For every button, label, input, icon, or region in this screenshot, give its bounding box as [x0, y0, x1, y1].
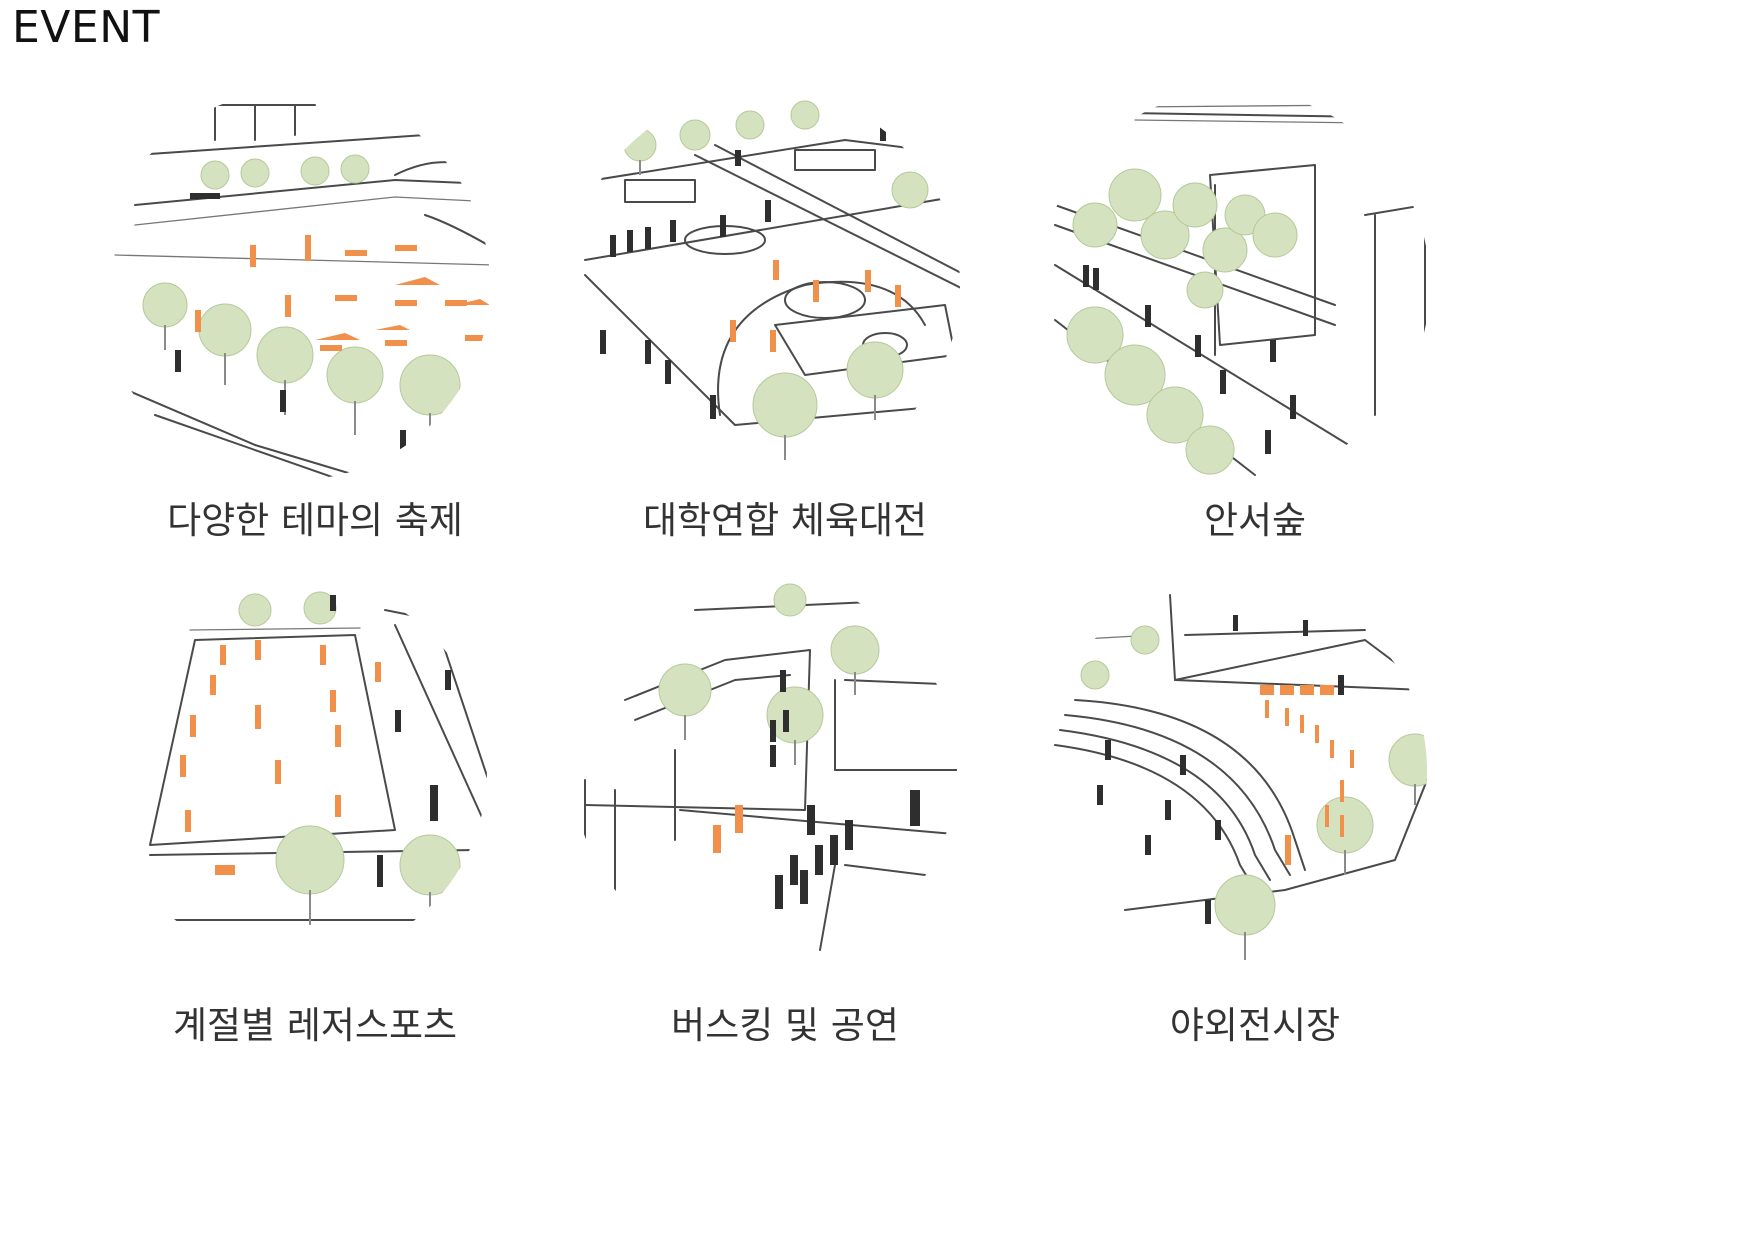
caption-exhibition: 야외전시장 [1169, 1004, 1341, 1047]
exhibition-sketch [1054, 594, 1427, 960]
scene-forest: 안서숲 [1020, 85, 1490, 595]
caption-leisure: 계절별 레저스포츠 [172, 1004, 458, 1047]
leisure-sketch [149, 591, 487, 925]
scene-festival: 다양한 테마의 축제 [80, 85, 550, 595]
scene-exhibition: 야외전시장 [1020, 580, 1490, 1090]
page-title: EVENT [12, 2, 160, 53]
scene-busking: 버스킹 및 공연 [550, 580, 1020, 1090]
festival-sketch [114, 104, 490, 480]
tree-icon [142, 282, 188, 350]
busking-sketch [584, 583, 957, 951]
caption-festival: 다양한 테마의 축제 [167, 499, 463, 542]
scene-leisure: 계절별 레저스포츠 [80, 580, 550, 1090]
sports-sketch [584, 100, 960, 460]
caption-forest: 안서숲 [1203, 499, 1307, 542]
forest-sketch [1054, 104, 1426, 476]
caption-sports: 대학연합 체육대전 [642, 499, 928, 542]
caption-busking: 버스킹 및 공연 [671, 1004, 899, 1047]
scene-sports: 대학연합 체육대전 [550, 85, 1020, 595]
